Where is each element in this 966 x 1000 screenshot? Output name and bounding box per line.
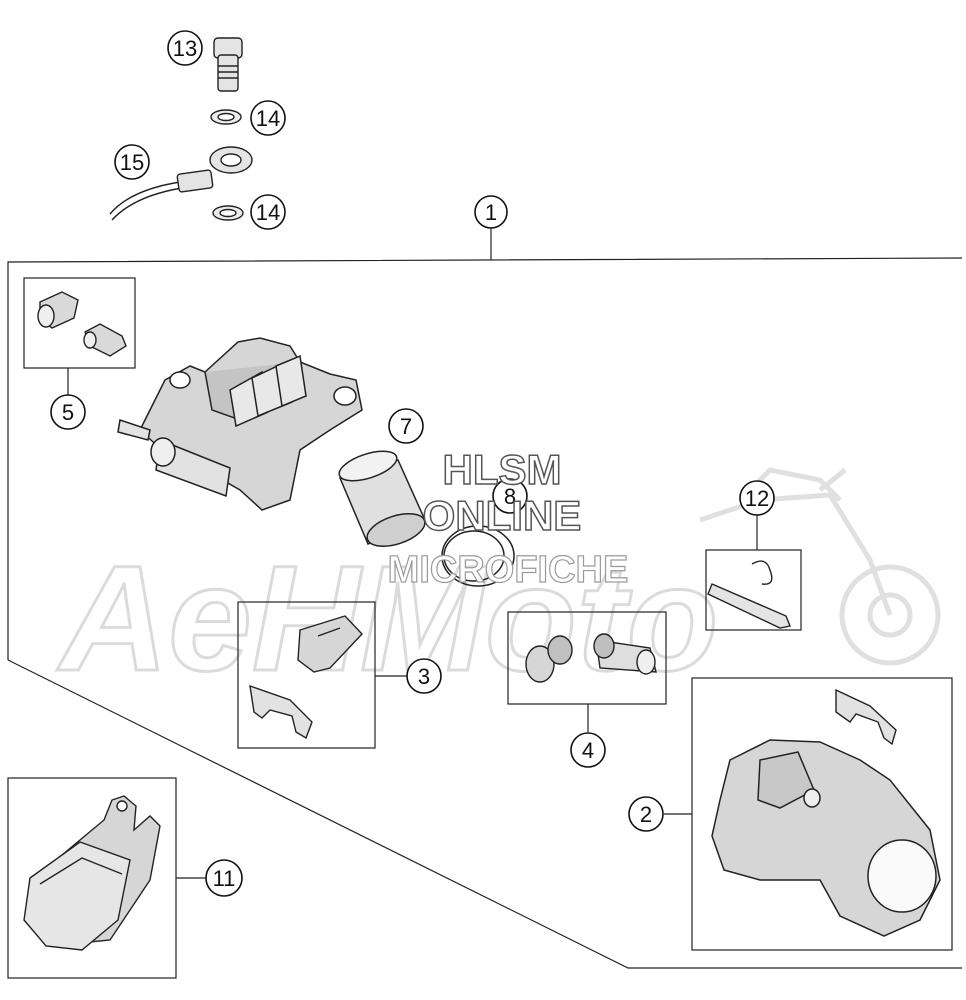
caliper-carrier-box: [664, 677, 953, 951]
callout-8: 8: [492, 478, 528, 514]
callout-1-label: 1: [485, 200, 497, 225]
callout-15-label: 15: [120, 150, 144, 175]
callout-4-label: 4: [582, 738, 594, 763]
guide-bush-part: [593, 633, 657, 675]
caliper-body-part: [117, 337, 363, 511]
callout-5: 5: [50, 394, 86, 430]
watermark-line1: HLSM: [443, 446, 562, 493]
guide-bush-box: [507, 611, 667, 732]
callout-14-top: 14: [250, 100, 286, 136]
callout-8-label: 8: [504, 484, 516, 509]
bleeder-cap-part: [37, 291, 79, 329]
watermark-text: HLSM ONLINE MICROFICHE: [387, 445, 629, 591]
callout-14-bottom: 14: [250, 194, 286, 230]
brake-line-part: [109, 146, 253, 221]
watermark-line2: ONLINE: [423, 492, 582, 539]
callout-2: 2: [628, 796, 664, 832]
bleeder-kit-box: [23, 277, 136, 395]
callout-3: 3: [406, 658, 442, 694]
callout-14-bottom-label: 14: [256, 200, 280, 225]
pad-spring-box: [237, 601, 408, 749]
pad-pin-part: [707, 583, 791, 629]
brake-pad-front-part: [23, 841, 131, 951]
pad-pin-box: [705, 514, 802, 631]
caliper-carrier-part: [711, 739, 941, 937]
bleeder-screw-part: [83, 323, 127, 357]
callout-5-label: 5: [62, 400, 74, 425]
guide-boot-part: [525, 635, 573, 683]
watermark-line3: MICROFICHE: [388, 549, 629, 591]
callout-7: 7: [388, 408, 424, 444]
banjo-bolt-part: [213, 37, 243, 92]
pad-spring-part: [297, 615, 363, 673]
callout-4: 4: [570, 732, 606, 768]
callout-1: 1: [474, 195, 508, 229]
callout-13: 13: [167, 30, 203, 66]
sealing-washer-top: [210, 109, 242, 125]
callout-3-label: 3: [418, 664, 430, 689]
watermark-motorcycle-icon: [699, 467, 941, 666]
assembly-outline: [7, 228, 963, 969]
callout-15: 15: [114, 144, 150, 180]
callout-7-label: 7: [400, 414, 412, 439]
carrier-clip-part: [835, 688, 897, 746]
brake-pads-box: [7, 777, 206, 979]
caliper-piston-part: [338, 450, 426, 547]
pin-clip-part: [751, 560, 773, 585]
callout-2-label: 2: [640, 802, 652, 827]
callout-13-label: 13: [173, 36, 197, 61]
callout-11-label: 11: [213, 866, 236, 891]
watermark-brand: AeHMoto: [55, 467, 941, 704]
callout-11: 11: [205, 859, 243, 897]
pad-clip-part: [249, 684, 313, 740]
callout-12: 12: [739, 480, 775, 516]
sealing-washer-bottom: [212, 205, 244, 221]
watermark-brand-text: AeHMoto: [56, 534, 718, 702]
callout-14-top-label: 14: [256, 106, 280, 131]
callout-12-label: 12: [745, 486, 769, 511]
piston-seal-part: [441, 525, 515, 587]
